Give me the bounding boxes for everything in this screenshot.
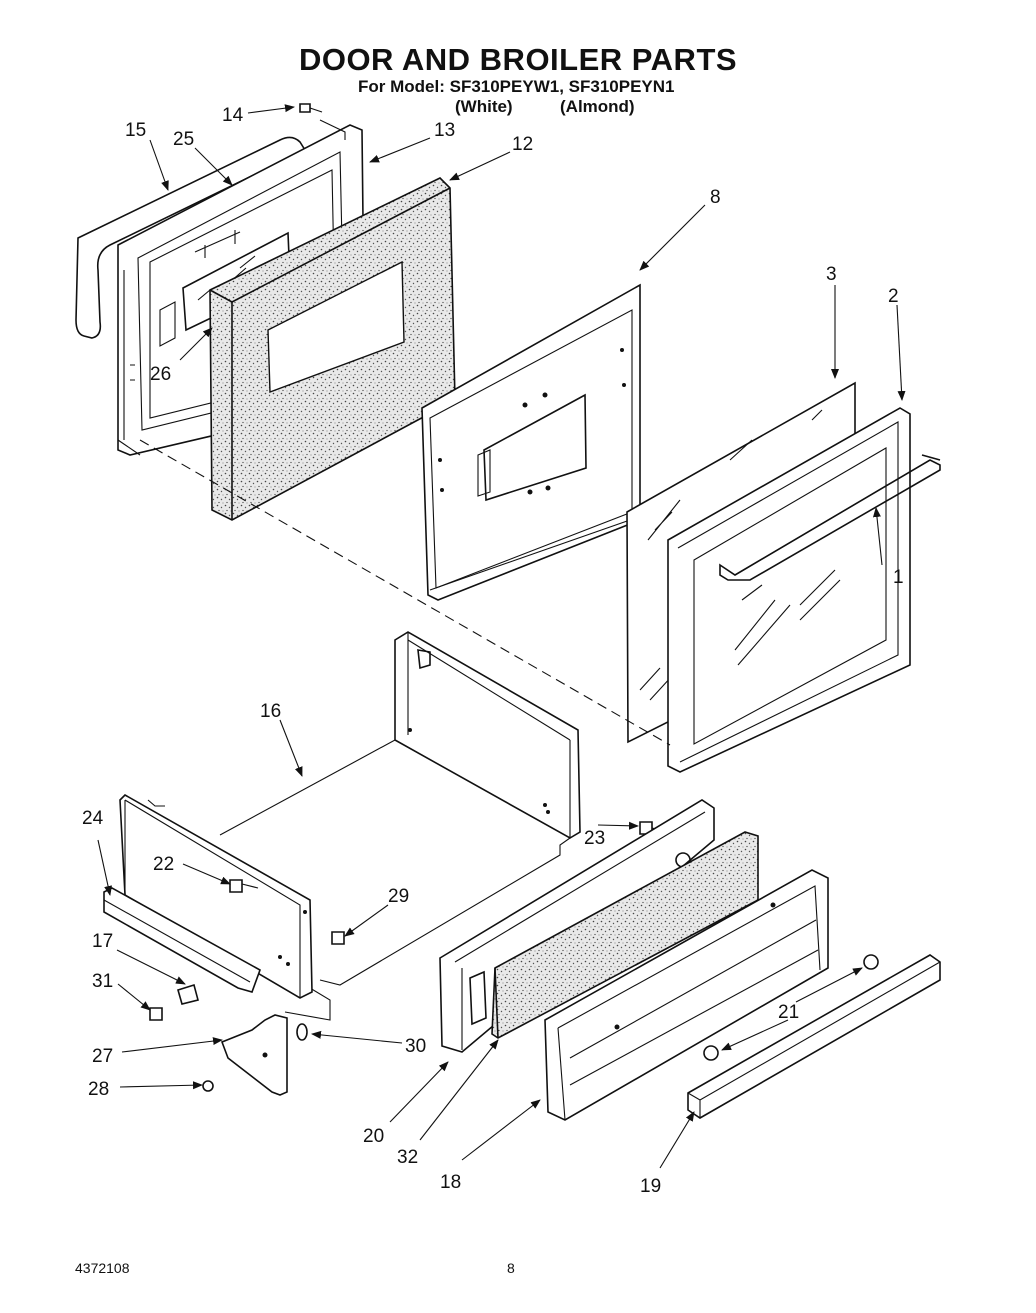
- callout-3: 3: [826, 264, 837, 285]
- callout-30: 30: [405, 1036, 426, 1057]
- leader-lines: [97, 104, 906, 1169]
- callout-numbers: 1 2 3 8 12 13 14 15 16 17 18 19 20 21 22…: [82, 105, 904, 1197]
- door-handle-1: [719, 454, 941, 581]
- drawer-outer-panel-18: [544, 869, 829, 1121]
- callout-29: 29: [388, 886, 409, 907]
- callout-1: 1: [893, 567, 904, 588]
- callout-21: 21: [778, 1002, 799, 1023]
- drawer-trim-19: [687, 954, 941, 1119]
- callout-26: 26: [150, 364, 171, 385]
- callout-32: 32: [397, 1147, 418, 1168]
- door-screw-14: [299, 103, 346, 140]
- callout-8: 8: [710, 187, 721, 208]
- broiler-bracket-27: [220, 1014, 288, 1096]
- callout-22: 22: [153, 854, 174, 875]
- callout-14: 14: [222, 105, 244, 126]
- callout-19: 19: [640, 1176, 661, 1197]
- callout-18: 18: [440, 1172, 461, 1193]
- callout-15: 15: [125, 120, 146, 141]
- callout-16: 16: [260, 701, 281, 722]
- callout-25: 25: [173, 129, 194, 150]
- variant-almond: (Almond): [560, 97, 635, 116]
- window-frame-8: [421, 283, 641, 601]
- callout-12: 12: [512, 134, 533, 155]
- document-number: 4372108: [75, 1260, 130, 1276]
- drawer-rail-17: [103, 887, 261, 993]
- callout-2: 2: [888, 286, 899, 307]
- callout-31: 31: [92, 971, 113, 992]
- callout-13: 13: [434, 120, 455, 141]
- alignment-line: [139, 439, 671, 746]
- model-line: For Model: SF310PEYW1, SF310PEYN1: [358, 77, 675, 96]
- callout-17: 17: [92, 931, 113, 952]
- page-number: 8: [507, 1260, 515, 1276]
- callout-28: 28: [88, 1079, 109, 1100]
- broiler-drawer-side-16: [219, 631, 581, 1021]
- callout-20: 20: [363, 1126, 384, 1147]
- variant-white: (White): [455, 97, 513, 116]
- callout-24: 24: [82, 808, 104, 829]
- door-insulation-12: [209, 177, 456, 521]
- callout-23: 23: [584, 828, 605, 849]
- page-title: DOOR AND BROILER PARTS: [298, 42, 738, 77]
- callout-27: 27: [92, 1046, 113, 1067]
- door-gasket-15: [75, 136, 307, 339]
- outer-door-panel-2: [667, 407, 911, 773]
- small-parts: [149, 821, 879, 1092]
